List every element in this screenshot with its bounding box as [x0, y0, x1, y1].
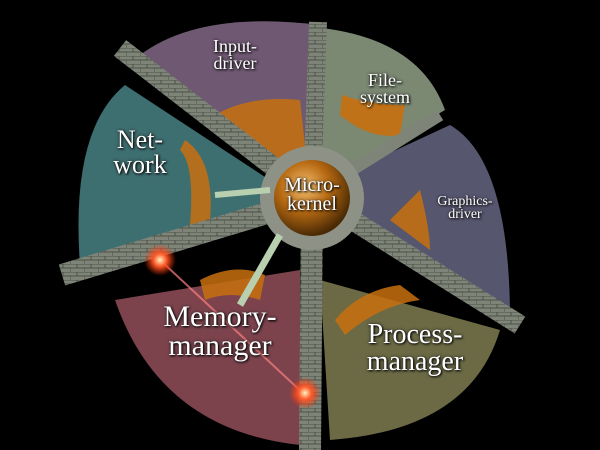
- label-graphics-driver: Graphics- driver: [437, 194, 493, 223]
- message-arrow: [236, 233, 284, 307]
- label-microkernel: Micro- kernel: [284, 174, 340, 215]
- label-file-system: File- system: [359, 70, 410, 108]
- segment-process-manager-accent: [335, 285, 420, 335]
- label-memory-manager: Memory- manager: [163, 300, 277, 362]
- message-arrow: [214, 187, 271, 198]
- message-beam: [159, 259, 306, 396]
- microkernel-sphere: [274, 160, 350, 236]
- segment-memory-manager: [115, 270, 300, 445]
- segment-network-accent: [180, 140, 211, 225]
- segment-file-system-accent: [340, 95, 405, 136]
- label-network: Net- work: [113, 125, 167, 179]
- segment-graphics-driver-accent: [390, 190, 430, 250]
- segment-network: [78, 85, 300, 265]
- message-spark: [289, 377, 321, 409]
- message-spark: [144, 244, 176, 276]
- label-process-manager: Process- manager: [366, 319, 464, 377]
- label-input-driver: Input- driver: [213, 36, 257, 74]
